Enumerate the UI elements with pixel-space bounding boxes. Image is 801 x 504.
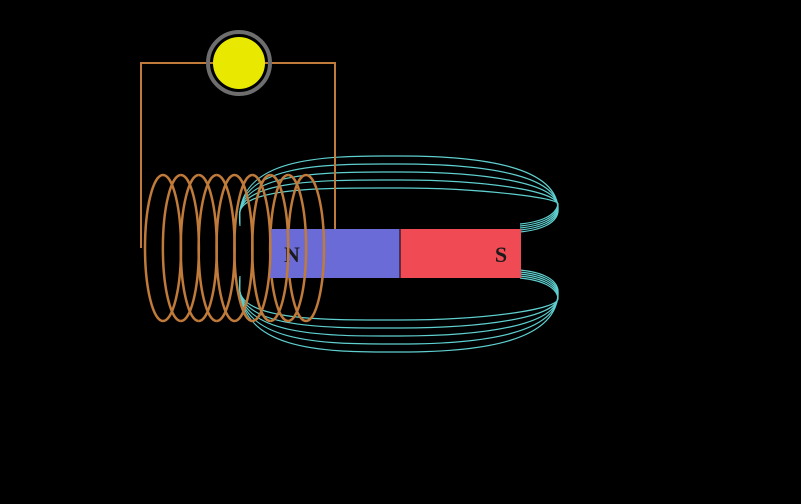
- field-line-top: [239, 187, 559, 225]
- coil-turn-front: [234, 173, 254, 323]
- field-line-top: [239, 155, 559, 233]
- coil-turn-back: [161, 173, 182, 323]
- coil-turn-front: [162, 173, 183, 323]
- field-line-bottom: [239, 271, 559, 345]
- field-line-bottom: [239, 277, 559, 321]
- wire-left-lead: [140, 62, 222, 248]
- coil-front-turns: [162, 173, 326, 323]
- coil-turn-front: [216, 173, 236, 323]
- lamp-glow: [213, 37, 265, 89]
- coil-turn-front: [270, 173, 290, 323]
- magnet-south-pole: [400, 229, 521, 278]
- circuit-wire: [140, 62, 336, 248]
- coil-turn-back: [143, 173, 164, 323]
- magnet-north-pole: [270, 229, 400, 278]
- light-bulb: [206, 30, 272, 96]
- north-pole-label: N: [284, 242, 300, 267]
- field-line-bottom: [239, 269, 559, 353]
- wire-right-lead: [256, 62, 336, 248]
- coil-turn-front: [252, 173, 272, 323]
- coil-turn-front: [287, 173, 308, 323]
- field-line-top: [239, 171, 559, 229]
- lamp-ring: [206, 30, 272, 96]
- field-line-top: [239, 179, 559, 227]
- coil-turn-front: [198, 173, 218, 323]
- field-line-bottom: [239, 273, 559, 337]
- south-pole-label: S: [495, 242, 507, 267]
- bar-magnet: N S: [270, 229, 521, 278]
- coil-turn-front: [180, 173, 201, 323]
- coil-turn-front: [305, 173, 326, 323]
